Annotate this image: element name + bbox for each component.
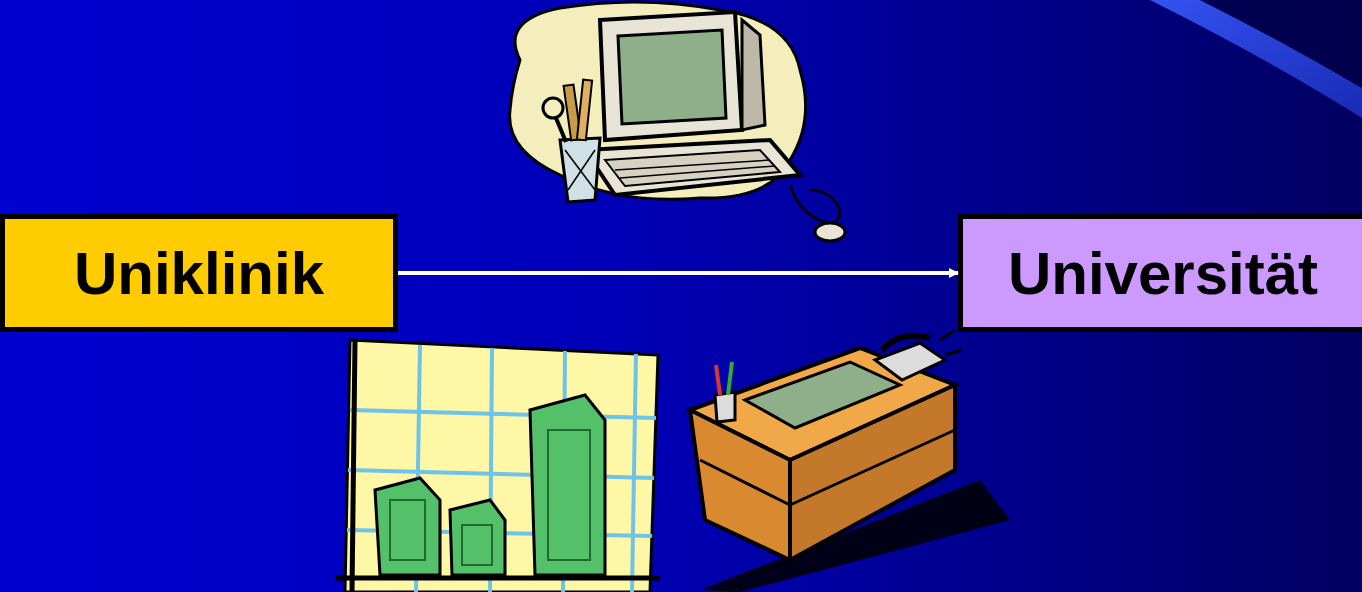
node-label: Uniklinik bbox=[74, 239, 324, 308]
template-shade bbox=[1200, 0, 1362, 88]
computer-clipart bbox=[510, 2, 845, 241]
flow-arrow bbox=[398, 271, 958, 275]
money-chart-clipart bbox=[335, 340, 660, 592]
desk-clipart bbox=[690, 330, 1010, 592]
node-label: Universität bbox=[1008, 239, 1318, 308]
target-box: Universität bbox=[958, 214, 1362, 332]
template-stripe bbox=[1150, 0, 1362, 118]
source-box: Uniklinik bbox=[0, 214, 398, 332]
